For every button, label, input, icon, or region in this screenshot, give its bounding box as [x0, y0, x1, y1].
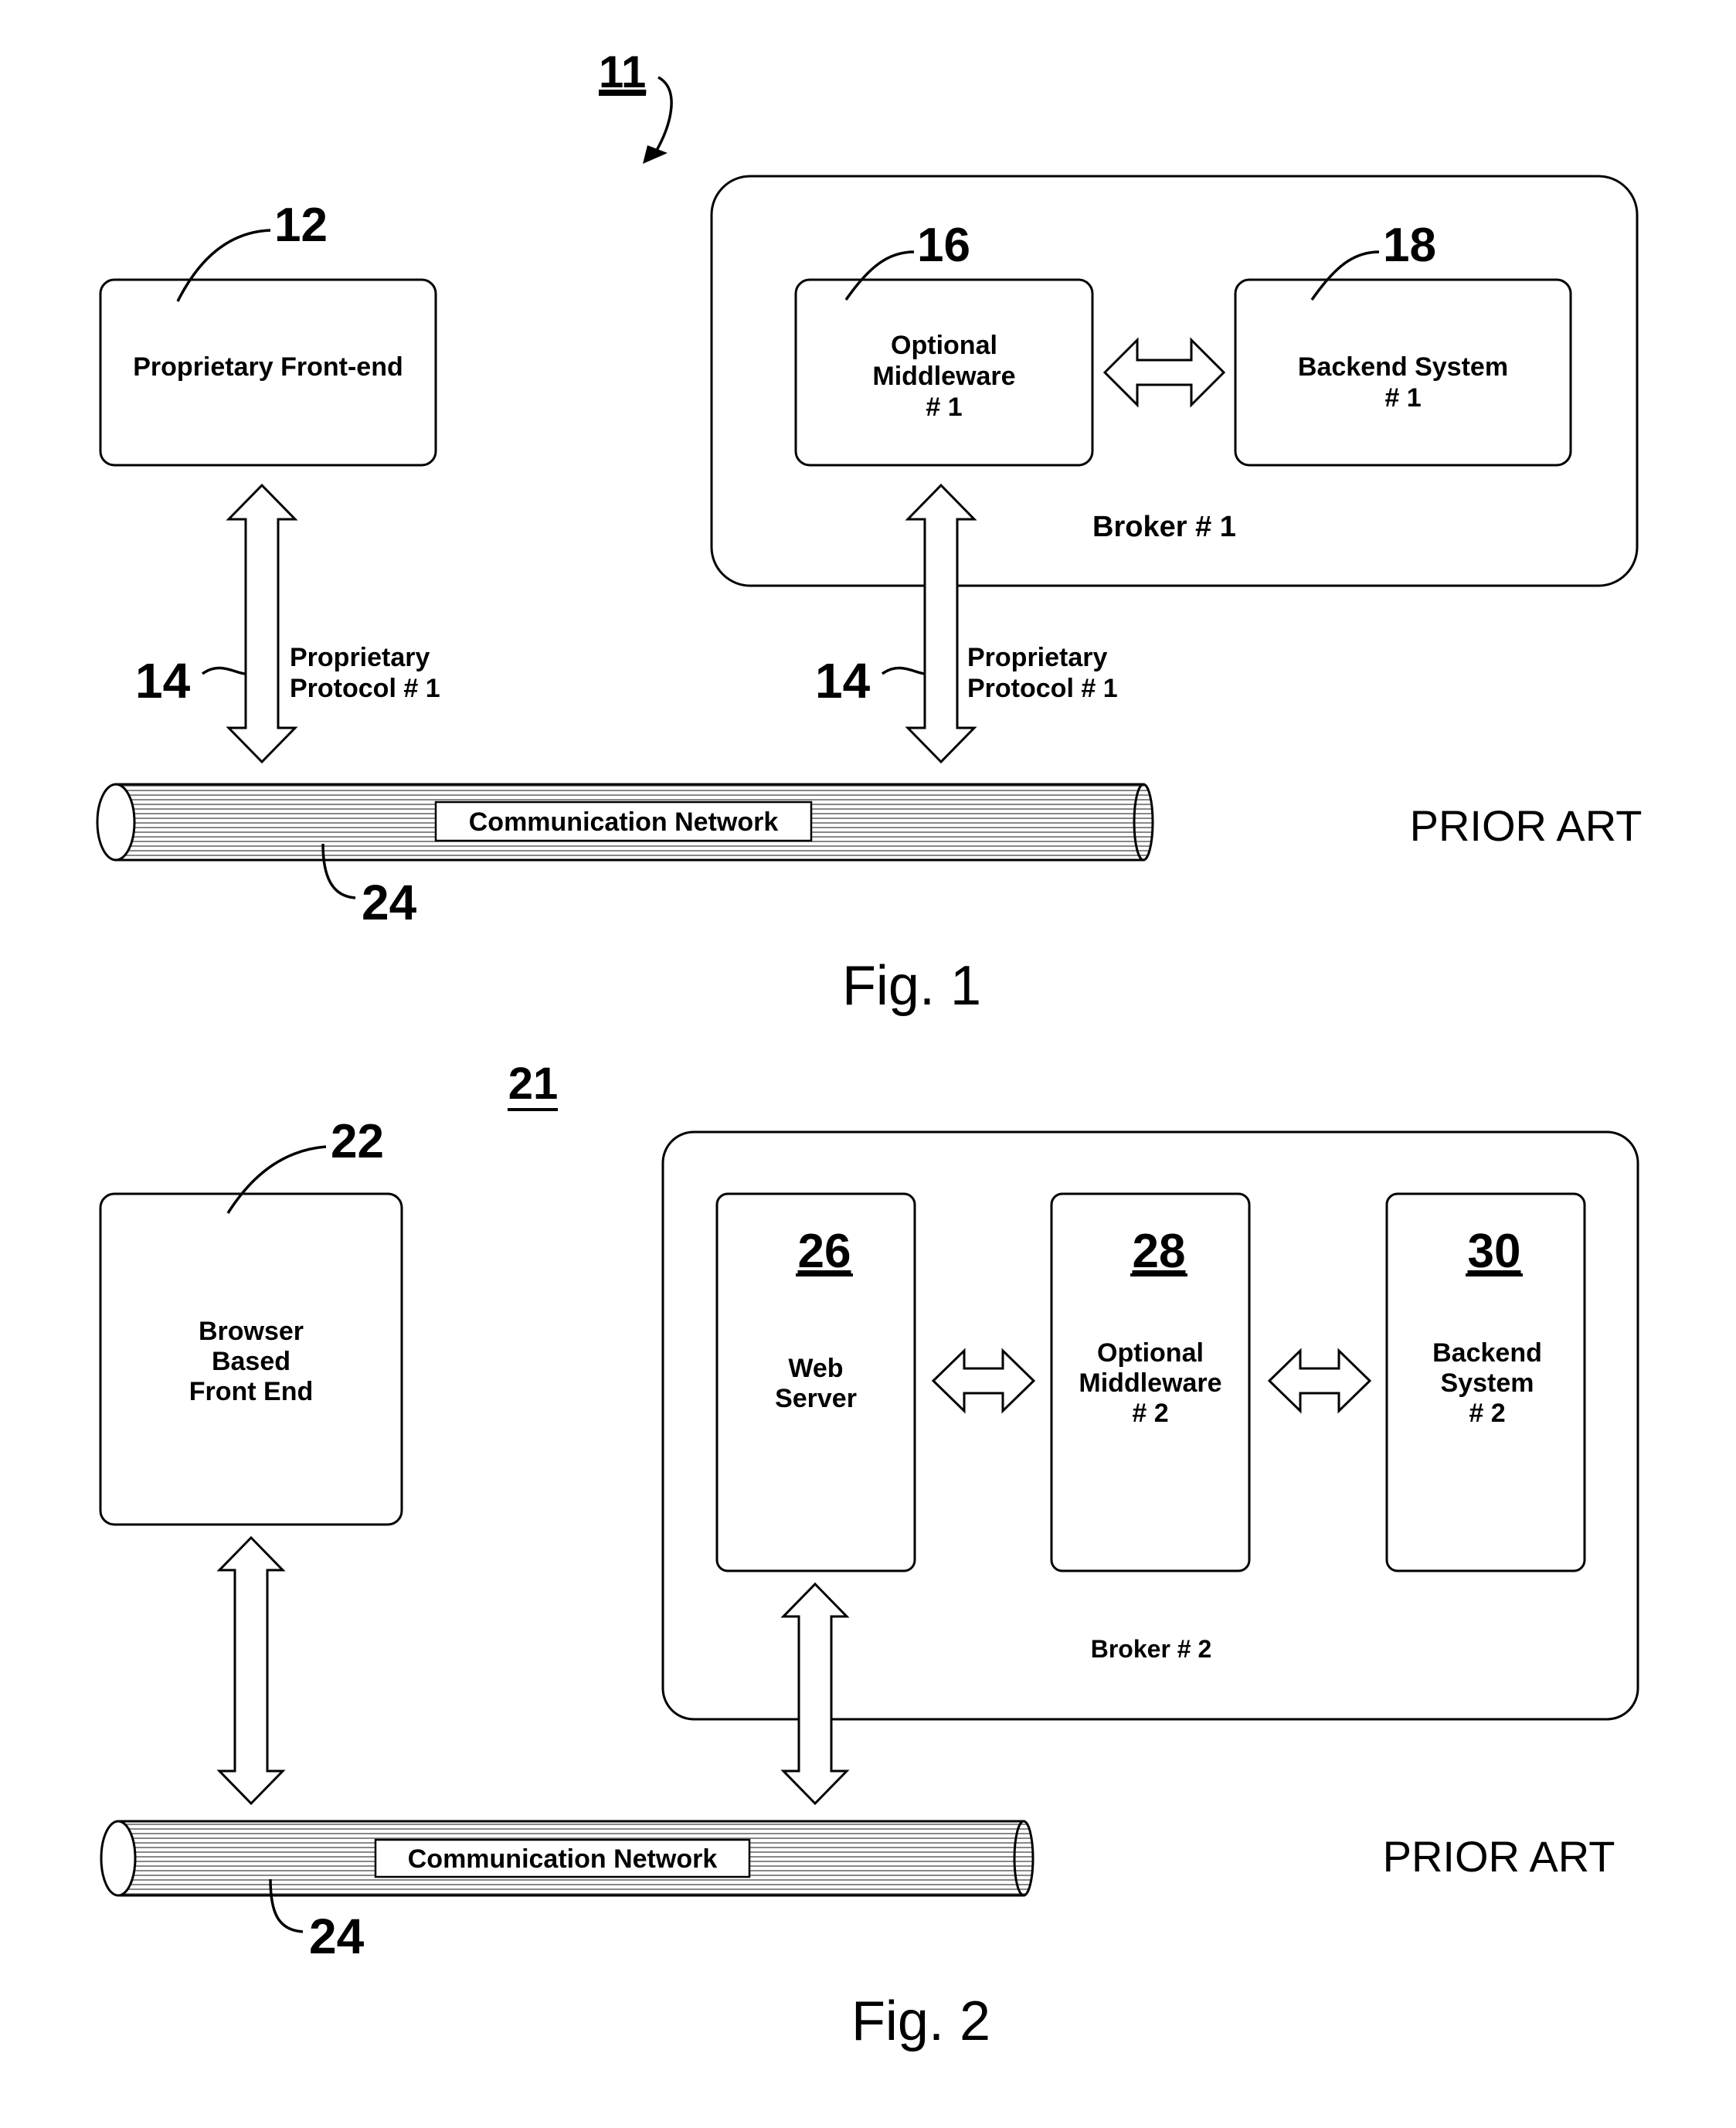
protocol-right-ref-number: 14: [815, 653, 871, 709]
fig2-ref-number: 21: [508, 1059, 559, 1109]
broker-2-label: Broker # 2: [1091, 1635, 1212, 1663]
front-end-network-arrow: [229, 485, 295, 762]
backend-2-line-1: Backend: [1432, 1338, 1542, 1368]
fig1-caption: Fig. 1: [842, 955, 981, 1017]
fig1-ref-arrow-lead: [655, 77, 671, 153]
backend-1-line-1: Backend System: [1298, 352, 1508, 382]
communication-network-label-2: Communication Network: [408, 1844, 718, 1874]
middleware-1-line-2: Middleware: [872, 362, 1015, 391]
protocol-right-tilde: [882, 668, 926, 674]
protocol-right-line-2: Protocol # 1: [967, 674, 1118, 703]
middleware-1-ref-number: 16: [917, 219, 970, 272]
broker-1-label: Broker # 1: [1092, 511, 1236, 543]
network-1-ref-number: 24: [362, 875, 417, 930]
middleware-2-line-3: # 2: [1132, 1399, 1168, 1428]
communication-network-label-1: Communication Network: [469, 807, 779, 837]
backend-2-line-3: # 2: [1469, 1399, 1505, 1428]
proprietary-front-end-label: Proprietary Front-end: [133, 352, 403, 382]
protocol-left-line-1: Proprietary: [290, 643, 430, 672]
fig1-prior-art-label: PRIOR ART: [1410, 801, 1643, 850]
backend-1-line-2: # 1: [1384, 383, 1421, 413]
protocol-left-tilde: [202, 668, 246, 674]
backend-1-ref-number: 18: [1383, 219, 1436, 272]
browser-front-end-line-1: Browser: [199, 1317, 304, 1346]
middleware-2-line-1: Optional: [1097, 1338, 1204, 1368]
backend-2-ref-number: 30: [1468, 1225, 1521, 1278]
middleware-1-line-1: Optional: [891, 331, 997, 360]
browser-front-end-line-2: Based: [212, 1347, 290, 1376]
fig2-prior-art-label: PRIOR ART: [1383, 1832, 1615, 1881]
middleware-1-line-3: # 1: [926, 393, 962, 422]
fig1-ref-number: 11: [599, 47, 646, 97]
middleware-2-line-2: Middleware: [1079, 1368, 1221, 1398]
fig1: 11 Proprietary Front-end 12 Broker # 1 O…: [97, 47, 1642, 1017]
browser-front-end-ref-number: 22: [331, 1115, 384, 1168]
protocol-right-line-1: Proprietary: [967, 643, 1107, 672]
browser-network-arrow: [219, 1538, 283, 1803]
fig2-caption: Fig. 2: [851, 1990, 990, 2052]
protocol-left-ref-number: 14: [135, 653, 191, 709]
network-2-ref-number: 24: [309, 1909, 365, 1964]
protocol-left-line-2: Protocol # 1: [290, 674, 440, 703]
front-end-ref-number: 12: [274, 199, 328, 252]
web-server-line-2: Server: [775, 1384, 857, 1413]
fig1-ref-arrowhead: [643, 145, 668, 164]
backend-2-line-2: System: [1441, 1368, 1534, 1398]
browser-front-end-line-3: Front End: [189, 1377, 314, 1406]
fig2: 21 Browser Based Front End 22 Broker # 2…: [100, 1059, 1638, 2052]
web-server-line-1: Web: [788, 1354, 843, 1383]
middleware-2-ref-number: 28: [1133, 1225, 1186, 1278]
web-server-ref-number: 26: [798, 1225, 851, 1278]
